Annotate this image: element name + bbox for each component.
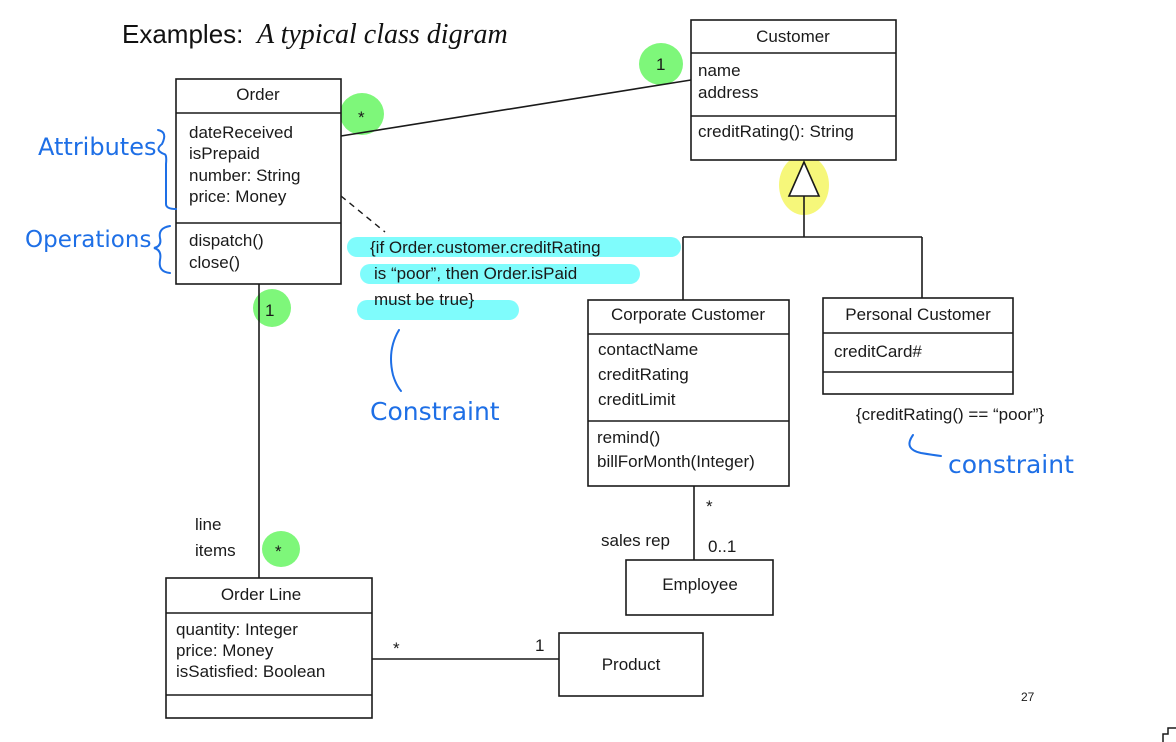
class-employee[interactable]: Employee xyxy=(625,559,774,616)
class-personal-customer-name: Personal Customer xyxy=(845,305,991,324)
annotation-constraint-right: constraint xyxy=(948,450,1074,479)
page-number: 27 xyxy=(1021,690,1035,704)
generalization-triangle-icon xyxy=(787,160,821,197)
class-order-attribute: number: String xyxy=(189,166,301,185)
class-customer-box xyxy=(690,19,897,161)
class-employee-name: Employee xyxy=(662,575,738,594)
class-customer-attribute: address xyxy=(698,83,758,102)
role-label-items: items xyxy=(195,541,236,560)
corner-resize-icon[interactable] xyxy=(1162,727,1176,742)
constraint-order-line1: {if Order.customer.creditRating xyxy=(370,238,601,257)
annotation-constraint-left: Constraint xyxy=(370,397,500,426)
constraint-pointer-right xyxy=(908,434,942,457)
class-personal-customer[interactable]: Personal Customer creditCard# xyxy=(822,297,1014,395)
class-order-line-attribute: quantity: Integer xyxy=(176,620,298,639)
constraint-link xyxy=(340,195,386,233)
class-personal-customer-attribute: creditCard# xyxy=(834,342,922,361)
slide-title-italic: A typical class digram xyxy=(255,19,508,50)
class-order-attribute: dateReceived xyxy=(189,123,293,142)
class-customer-operation: creditRating(): String xyxy=(698,122,854,141)
class-order-line-name: Order Line xyxy=(221,585,301,604)
class-corporate-customer-attribute: creditLimit xyxy=(598,390,676,409)
class-corporate-customer-box xyxy=(587,299,790,487)
highlight-order-one xyxy=(253,289,291,327)
class-order-line-attribute: price: Money xyxy=(176,641,274,660)
class-order-operation: dispatch() xyxy=(189,231,264,250)
constraint-personal: {creditRating() == “poor”} xyxy=(856,405,1044,424)
slide-title-prefix: Examples: xyxy=(122,19,243,49)
class-customer-attribute: name xyxy=(698,61,741,80)
class-corporate-customer[interactable]: Corporate Customer contactName creditRat… xyxy=(587,299,790,487)
class-corporate-customer-attribute: contactName xyxy=(598,340,698,359)
associations xyxy=(258,79,923,660)
class-customer[interactable]: Customer name address creditRating(): St… xyxy=(690,19,897,161)
role-label-sales-rep: sales rep xyxy=(601,531,670,550)
class-customer-name: Customer xyxy=(756,27,830,46)
class-order-attribute: isPrepaid xyxy=(189,144,260,163)
role-label-line: line xyxy=(195,515,221,534)
constraint-pointer-left xyxy=(390,329,402,392)
class-product[interactable]: Product xyxy=(558,632,704,697)
multiplicity-corporate-employee-employee-end: 0..1 xyxy=(708,537,736,556)
multiplicity-orderline-product-line-end: * xyxy=(393,639,400,658)
highlight-line-star xyxy=(262,531,300,567)
multiplicity-order-customer-customer-end: 1 xyxy=(656,55,665,74)
highlights xyxy=(216,43,829,567)
highlight-customer-one xyxy=(639,43,683,85)
multiplicities: * 1 1 * * 0..1 * 1 xyxy=(265,55,736,658)
constraint-order-line3: must be true} xyxy=(374,290,474,309)
class-order[interactable]: Order dateReceived isPrepaid number: Str… xyxy=(175,78,342,285)
class-product-name: Product xyxy=(602,655,661,674)
class-order-line[interactable]: Order Line quantity: Integer price: Mone… xyxy=(165,577,373,719)
class-corporate-customer-operation: billForMonth(Integer) xyxy=(597,452,755,471)
class-personal-customer-box xyxy=(822,297,1014,395)
highlight-constraint-line1 xyxy=(347,237,681,257)
association-order-customer xyxy=(340,79,692,137)
class-order-attribute: price: Money xyxy=(189,187,287,206)
attributes-brace-icon xyxy=(157,129,177,210)
constraint-order-line2: is “poor”, then Order.isPaid xyxy=(374,264,577,283)
multiplicity-order-customer-order-end: * xyxy=(358,108,365,127)
class-corporate-customer-attribute: creditRating xyxy=(598,365,689,384)
multiplicity-order-orderline-order-end: 1 xyxy=(265,301,274,320)
operations-brace-icon xyxy=(153,225,171,274)
multiplicity-corporate-employee-corporate-end: * xyxy=(706,497,713,516)
multiplicity-orderline-product-product-end: 1 xyxy=(535,636,544,655)
class-product-box xyxy=(558,632,704,697)
highlight-constraint-line3 xyxy=(357,300,519,320)
highlight-order-star xyxy=(340,93,384,135)
annotation-operations: Operations xyxy=(25,227,151,253)
class-order-line-attribute: isSatisfied: Boolean xyxy=(176,662,325,681)
multiplicity-order-orderline-line-end: * xyxy=(275,542,282,561)
class-corporate-customer-operation: remind() xyxy=(597,428,660,447)
handwritten-annotations: Attributes Operations Constraint constra… xyxy=(25,129,1074,479)
class-order-operation: close() xyxy=(189,253,240,272)
highlight-constraint-line2 xyxy=(360,264,640,284)
class-order-name: Order xyxy=(236,85,280,104)
class-corporate-customer-name: Corporate Customer xyxy=(611,305,765,324)
class-employee-box xyxy=(625,559,774,616)
annotation-attributes: Attributes xyxy=(38,133,156,161)
